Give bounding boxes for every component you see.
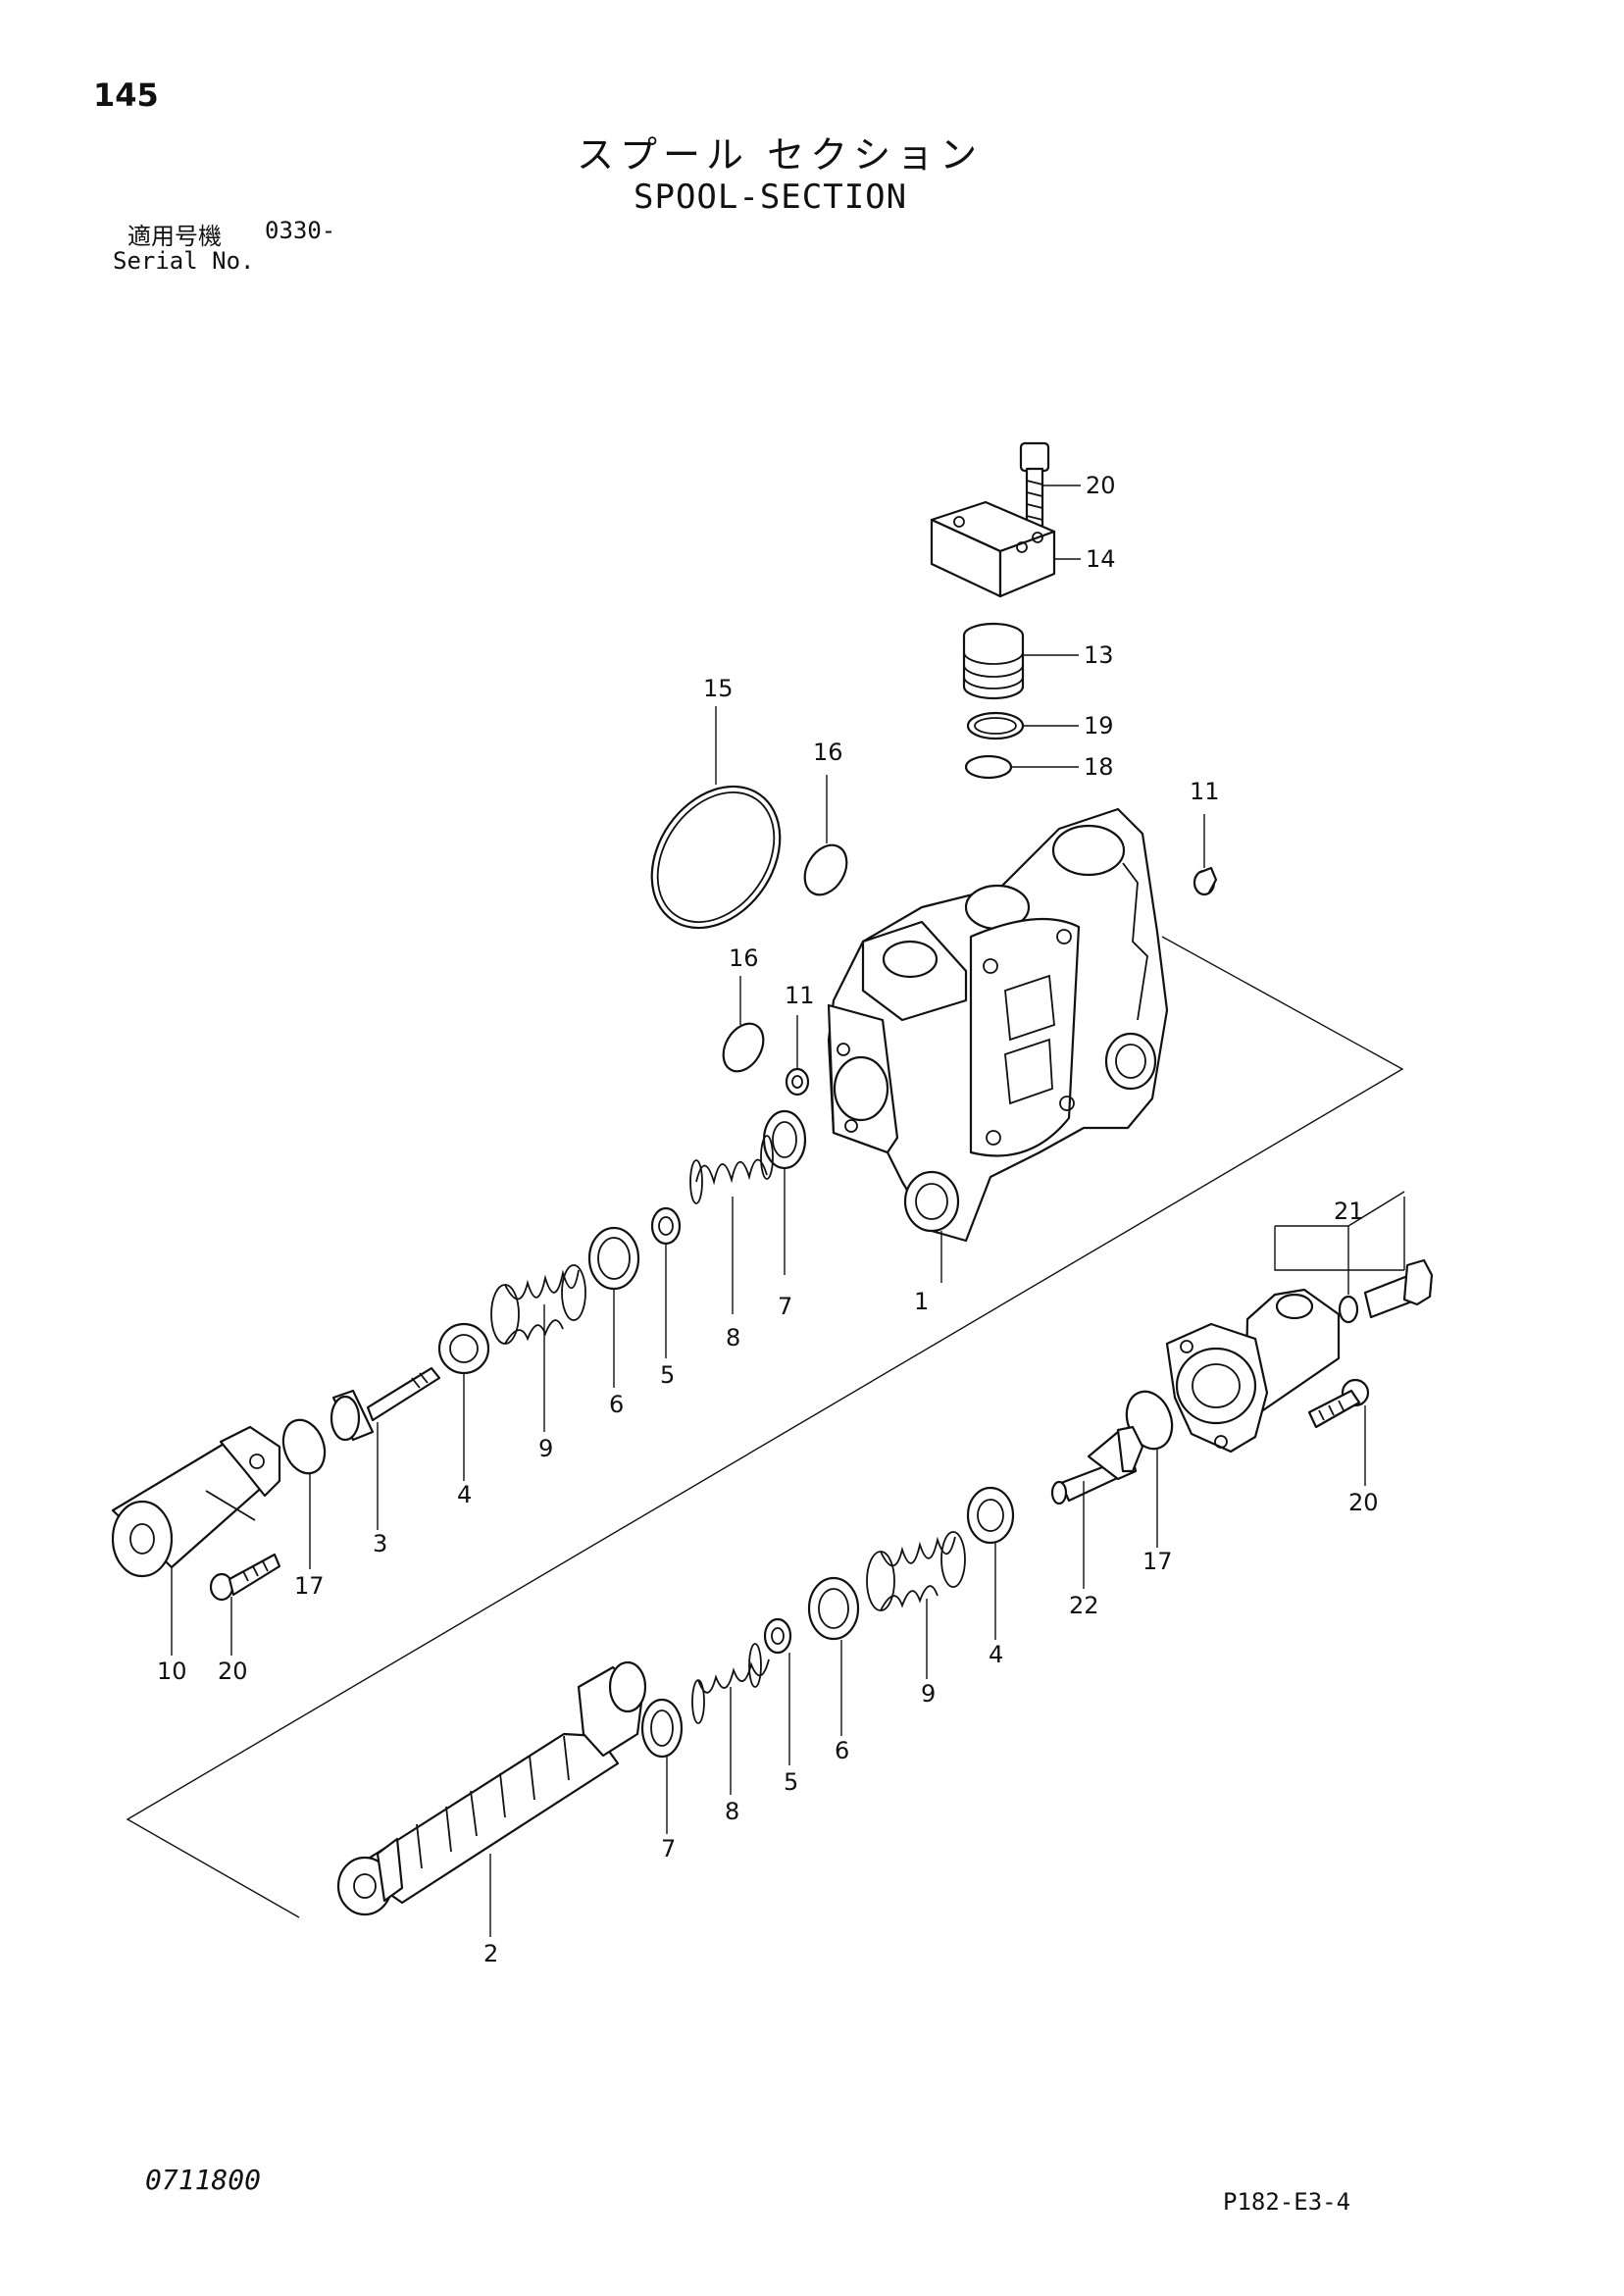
callout-20-top: 20 [1086,472,1116,499]
callout-9-lower: 9 [921,1680,936,1708]
cover-block-icon [930,500,1056,598]
seat-6-upper-icon [587,1226,640,1291]
bearing-7-lower-icon [640,1698,684,1759]
callout-7-lower: 7 [661,1835,676,1862]
callout-9-upper: 9 [538,1435,553,1462]
serial-label-english: Serial No. [113,247,255,275]
small-plug-right-icon [1193,866,1218,896]
callout-6-lower: 6 [835,1737,849,1764]
spool-icon [336,1660,647,1916]
socket-screw-left-icon [209,1553,281,1602]
spring-8-lower-icon [691,1643,770,1724]
callout-4-upper: 4 [457,1481,472,1508]
spring-9-lower-icon [866,1531,966,1611]
title-japanese: スプール セクション [577,133,984,177]
assembly-outline-dash [126,936,1404,1918]
callout-8-upper: 8 [726,1324,740,1352]
callout-18: 18 [1084,753,1114,781]
hex-bolt-right-icon [1363,1258,1434,1319]
small-plug-left-icon [785,1067,810,1097]
large-o-ring-icon [650,785,782,930]
callout-labels: 20 14 13 19 18 15 16 11 16 11 1 7 8 5 6 … [157,472,1379,1967]
callout-14: 14 [1086,545,1116,573]
washer-5-upper-icon [650,1206,682,1246]
washer-5-lower-icon [763,1617,792,1655]
callout-20-left: 20 [218,1658,248,1685]
spring-cap-left-icon [111,1425,281,1578]
page-number: 145 [93,77,159,114]
callout-13: 13 [1084,641,1114,669]
callout-11-right: 11 [1190,778,1220,805]
valve-body-icon [827,807,1169,1243]
callout-19: 19 [1084,712,1114,740]
title-english: SPOOL-SECTION [634,178,908,217]
callout-3: 3 [373,1530,387,1557]
stopper-bolt-3-icon [330,1366,441,1442]
o-ring-17-left-icon [281,1418,327,1475]
callout-8-lower: 8 [725,1798,739,1825]
reference-code: 0711800 [145,2164,262,2196]
callout-16-upper: 16 [813,739,843,766]
seat-4-upper-icon [437,1322,490,1375]
seat-6-lower-icon [807,1576,860,1641]
callout-5-upper: 5 [660,1361,675,1389]
callout-16-lower: 16 [729,944,759,972]
callout-4-lower: 4 [989,1641,1003,1668]
seat-4-lower-icon [966,1486,1015,1545]
o-ring-18-icon [964,754,1013,780]
leader-lines [171,485,1405,1937]
callout-10: 10 [157,1658,187,1685]
callout-11-left: 11 [785,982,815,1009]
o-ring-16-lower-icon [722,1022,765,1073]
page-code: P182-E3-4 [1223,2188,1351,2216]
socket-screw-right-icon [1307,1378,1370,1429]
callout-21: 21 [1334,1198,1364,1225]
o-ring-16-upper-icon [803,843,848,896]
callout-20-right: 20 [1348,1489,1379,1516]
callout-2: 2 [483,1940,498,1967]
serial-label-japanese: 適用号機 [127,223,222,250]
stopper-22-icon [1050,1425,1144,1505]
serial-number-value: 0330- [265,217,336,244]
callout-17-right: 17 [1142,1548,1173,1575]
plug-icon [962,622,1025,700]
callout-1: 1 [914,1288,929,1315]
spring-8-upper-icon [689,1135,774,1204]
callout-17-left: 17 [294,1572,325,1600]
cap-bracket-line [1274,1226,1404,1271]
spring-9-upper-icon [490,1264,586,1345]
o-ring-21-icon [1338,1295,1359,1324]
callout-22: 22 [1069,1592,1099,1619]
o-ring-19-icon [966,711,1025,740]
callout-15: 15 [703,675,734,702]
callout-5-lower: 5 [784,1768,798,1796]
spring-cap-right-icon [1165,1288,1341,1454]
callout-6-upper: 6 [609,1391,624,1418]
callout-7-upper: 7 [778,1293,792,1320]
